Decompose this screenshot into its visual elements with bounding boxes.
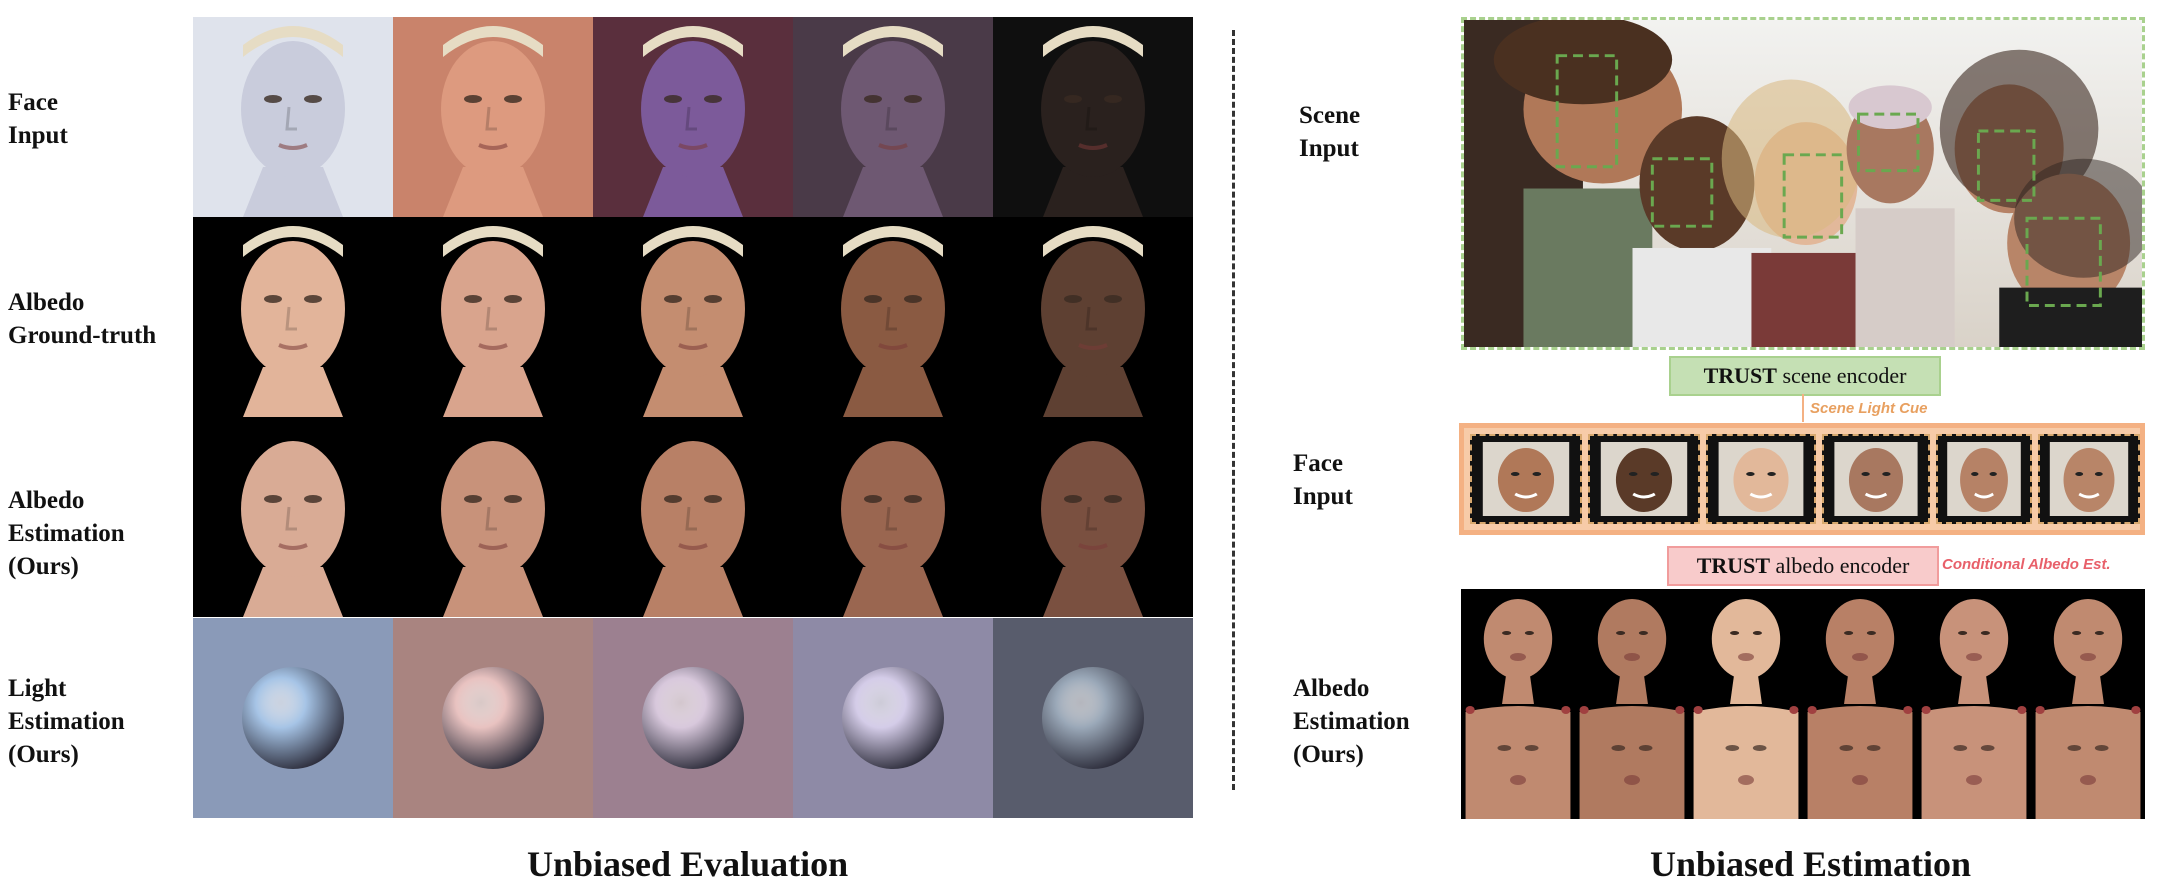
light-sphere-image	[393, 618, 593, 818]
albedo-uv-map-image	[1917, 704, 2031, 819]
albedo-ground-truth-image	[793, 217, 993, 417]
albedo-uv-map-image	[1803, 704, 1917, 819]
albedo-estimation-image	[793, 417, 993, 617]
panel-divider	[1232, 30, 1235, 790]
face-crop-image	[2038, 434, 2140, 524]
albedo-render-image	[1803, 589, 1917, 704]
face-input-image	[193, 17, 393, 217]
group-photo	[1464, 20, 2142, 347]
light-sphere-image	[993, 618, 1193, 818]
face-crop-image	[1936, 434, 2032, 524]
light-sphere-image	[593, 618, 793, 818]
evaluation-image-grid	[193, 17, 1193, 819]
albedo-ground-truth-image	[193, 217, 393, 417]
albedo-ground-truth-image	[393, 217, 593, 417]
albedo-estimation-strip	[1461, 589, 2145, 819]
albedo-estimation-image	[193, 417, 393, 617]
scene-encoder-bold: TRUST	[1703, 363, 1777, 388]
face-input-image	[793, 17, 993, 217]
row-label-scene-input: Scene Input	[1299, 102, 1361, 162]
face-input-strip	[1459, 423, 2145, 535]
albedo-estimation-image	[993, 417, 1193, 617]
face-input-image	[993, 17, 1193, 217]
light-sphere-image	[793, 618, 993, 818]
row-label-face-input: Face Input	[8, 89, 68, 149]
scene-light-cue-connector	[1802, 394, 1804, 422]
albedo-uv-map-image	[1575, 704, 1689, 819]
albedo-uv-map-image	[2031, 704, 2145, 819]
albedo-encoder-bold: TRUST	[1696, 553, 1771, 578]
scene-encoder-box: TRUST scene encoder	[1669, 356, 1941, 396]
albedo-uv-map-image	[1689, 704, 1803, 819]
conditional-albedo-label: Conditional Albedo Est.	[1942, 556, 2111, 573]
scene-light-cue-label: Scene Light Cue	[1810, 400, 1928, 417]
scene-input-image	[1461, 17, 2145, 350]
albedo-estimation-image	[593, 417, 793, 617]
caption-unbiased-estimation: Unbiased Estimation	[1650, 844, 1972, 884]
row-label-light-estimation: Light Estimation (Ours)	[8, 675, 125, 768]
row-label-albedo-estimation-right: Albedo Estimation (Ours)	[1293, 675, 1410, 768]
albedo-render-image	[1575, 589, 1689, 704]
row-label-face-input-right: Face Input	[1293, 450, 1353, 510]
albedo-render-image	[1917, 589, 2031, 704]
caption-unbiased-evaluation: Unbiased Evaluation	[527, 844, 849, 884]
face-crop-image	[1706, 434, 1816, 524]
albedo-render-image	[1689, 589, 1803, 704]
face-crop-image	[1470, 434, 1582, 524]
albedo-ground-truth-image	[993, 217, 1193, 417]
face-crop-image	[1588, 434, 1700, 524]
albedo-ground-truth-image	[593, 217, 793, 417]
albedo-render-image	[2031, 589, 2145, 704]
face-crop-image	[1822, 434, 1930, 524]
albedo-encoder-box: TRUST albedo encoder	[1667, 546, 1939, 586]
face-input-image	[593, 17, 793, 217]
row-label-albedo-estimation: Albedo Estimation (Ours)	[8, 487, 125, 580]
light-sphere-image	[193, 618, 393, 818]
face-input-image	[393, 17, 593, 217]
albedo-encoder-text: albedo encoder	[1770, 553, 1910, 578]
scene-encoder-text: scene encoder	[1776, 363, 1907, 388]
albedo-uv-map-image	[1461, 704, 1575, 819]
albedo-render-image	[1461, 589, 1575, 704]
row-label-albedo-ground-truth: Albedo Ground-truth	[8, 289, 157, 349]
albedo-estimation-image	[393, 417, 593, 617]
